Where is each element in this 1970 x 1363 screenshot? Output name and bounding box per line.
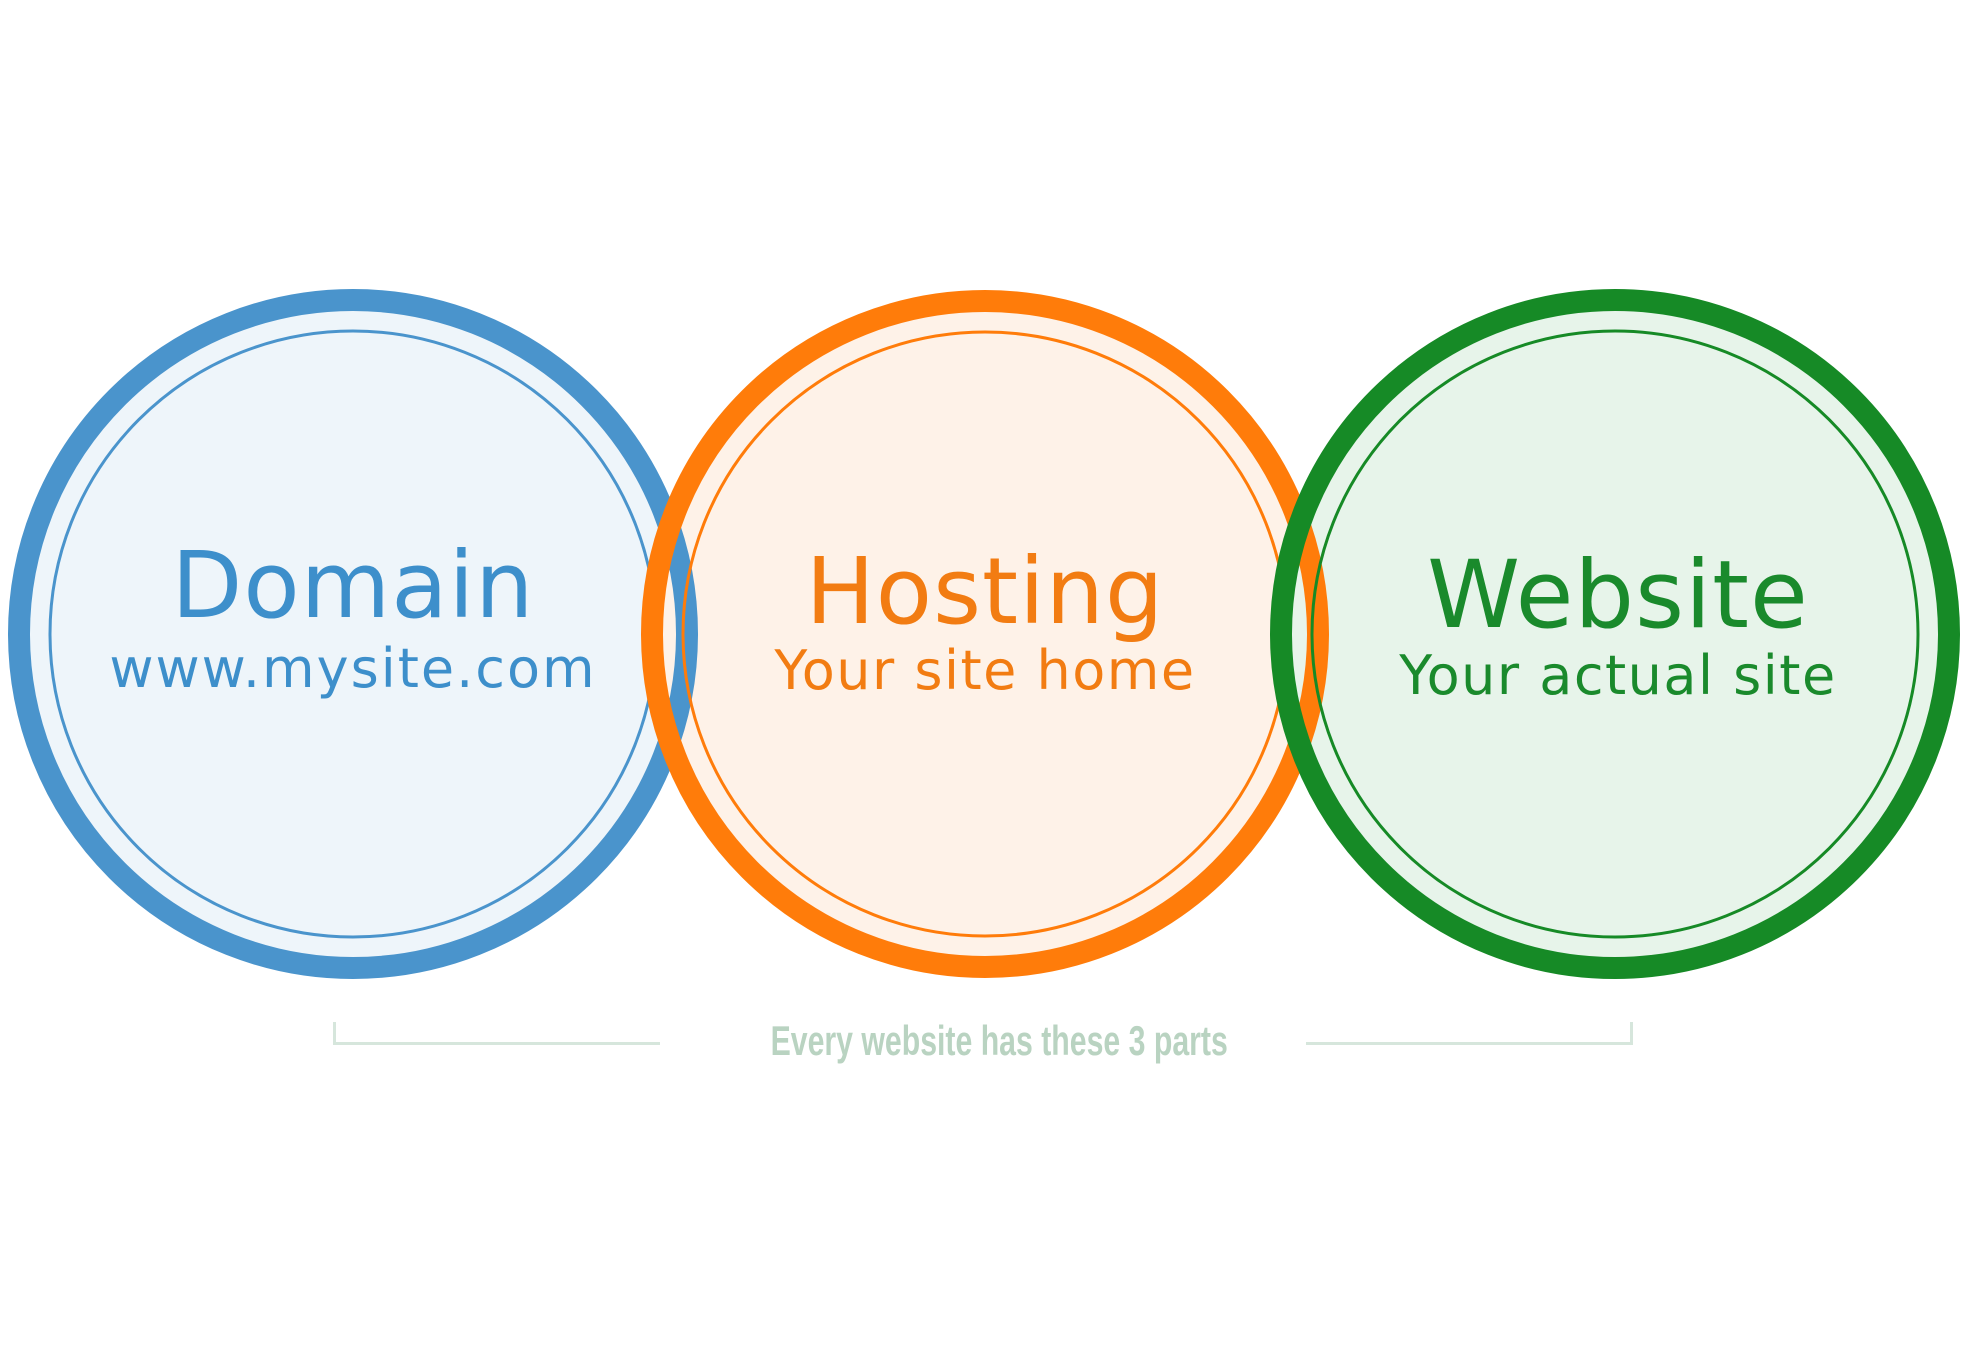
bracket-right-line (1306, 1022, 1633, 1045)
website-outer-ring (1270, 289, 1960, 979)
website-inner-ring (1310, 329, 1920, 939)
website-circle-fill (1281, 300, 1949, 968)
domain-circle-fill (19, 300, 687, 968)
domain-label-group: Domain www.mysite.com (53, 540, 653, 696)
website-subtitle: Your actual site (1399, 644, 1837, 707)
website-label-group: Website Your actual site (1318, 549, 1918, 703)
domain-subtitle: www.mysite.com (109, 637, 597, 700)
domain-outer-ring (8, 289, 698, 979)
hosting-title: Hosting (805, 538, 1165, 645)
caption-text: Every website has these 3 parts (770, 1017, 1228, 1064)
hosting-subtitle: Your site home (774, 639, 1196, 702)
caption-bracket: Every website has these 3 parts (333, 1020, 1633, 1070)
hosting-circle-fill (652, 301, 1318, 967)
domain-title: Domain (171, 532, 535, 639)
hosting-label-group: Hosting Your site home (685, 546, 1285, 698)
website-title: Website (1427, 541, 1809, 650)
bracket-left-line (333, 1022, 660, 1045)
hosting-outer-ring (641, 290, 1329, 978)
